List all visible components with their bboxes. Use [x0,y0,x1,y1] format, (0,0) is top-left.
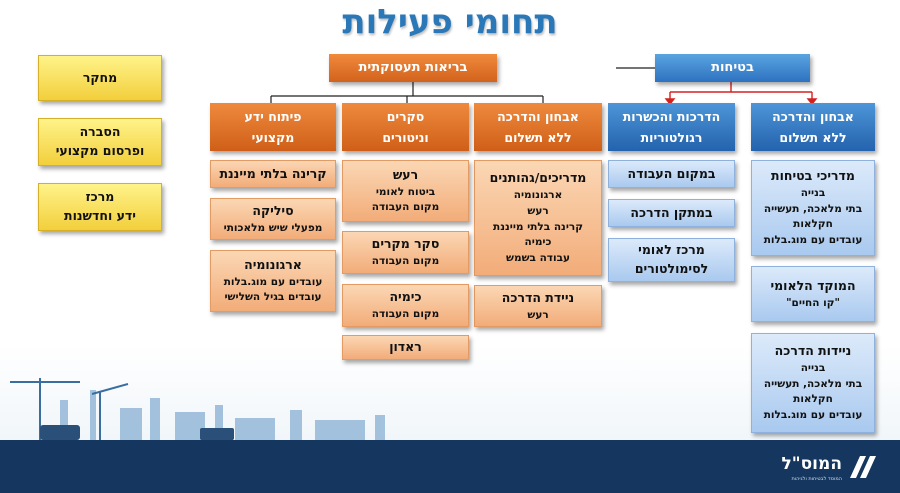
column-header: הדרכות והכשרות רגולטוריות [608,103,735,151]
column-header-line2: רגולטוריות [640,130,703,145]
list-item: ראדון [342,335,469,360]
logo-text: המוס"ל [781,454,842,474]
list-item: סקר מקרים מקום העבודה [342,231,469,274]
column-header: סקרים וניטורים [342,103,469,151]
item-title: ראדון [389,339,422,355]
column-header-line1: אבחון והדרכה [772,108,854,124]
item-line: עבודה בשמש [506,252,570,264]
list-item: במתקן הדרכה [608,199,735,227]
item-title: ניידת הדרכה [501,289,575,305]
list-item: סיליקה מפעלי שיש מלאכותי [210,198,336,240]
health-category-box: בריאות תעסוקתית [329,54,497,82]
item-title: במתקן הדרכה [630,204,713,220]
item-title: במקום העבודה [627,165,716,181]
list-item: ניידת הדרכה רעש [474,285,602,327]
safety-category-box: בטיחות [655,54,810,82]
item-line: ארגונומיה [513,189,563,201]
item-line: עובדים בגיל השלישי [224,291,322,304]
item-line: כימיה [524,236,552,249]
column-header-line2: ללא תשלום [779,130,847,145]
item-line: בנייה [800,186,826,199]
column-header-line1: סקרים [386,108,425,124]
item-line: בתי מלאכה, תעשייה [763,202,863,215]
item-title: כימיה [389,289,422,305]
column-header: פיתוח ידע מקצועי [210,103,336,151]
item-line: חקלאות [793,393,833,406]
left-box-line2: ופרסום מקצועי [55,143,145,158]
item-line: עובדים עם מוג.בלות [763,234,863,247]
list-item: קרינה בלתי מייננת [210,160,336,188]
item-title: מדריכים/גהותנים [489,170,587,186]
item-title: סקר מקרים [371,236,440,252]
list-item: המוקד הלאומי "קו החיים" [751,266,875,322]
item-title: רעש [392,166,419,182]
item-line: חקלאות [793,218,833,231]
item-line: בנייה [800,361,826,374]
left-box-line1: הסברה [79,124,121,140]
column-header-line1: פיתוח ידע [244,108,302,124]
health-category-label: בריאות תעסוקתית [358,60,468,76]
list-item: כימיה מקום העבודה [342,284,469,327]
safety-arrow-1 [664,98,676,106]
item-line: בתי מלאכה, תעשייה [763,377,863,390]
column-header-line2: וניטורים [382,130,429,145]
left-box-line1: מחקר [82,69,118,85]
footer-bar [0,440,900,493]
item-line: מפעלי שיש מלאכותי [223,221,323,234]
column-header-line1: הדרכות והכשרות [622,108,721,124]
item-title: קרינה בלתי מייננת [219,165,327,181]
publicity-box: הסברה ופרסום מקצועי [38,118,162,166]
item-line: מקום העבודה [371,255,440,267]
industry-skyline-illustration [10,378,385,445]
item-title: המוקד הלאומי [770,277,856,293]
item-line: "קו החיים" [786,296,840,309]
item-line: רעש [527,308,549,321]
logo-mark-icon [850,456,876,478]
item-title: ארגונומיה [244,256,302,272]
item-line: ביטוח לאומי [375,185,436,198]
knowledge-center-box: מרכז ידע וחדשנות [38,183,162,231]
safety-arrow-2 [806,98,818,106]
list-item: במקום העבודה [608,160,735,188]
item-line: מקום העבודה [371,201,440,214]
item-title: ניידות הדרכה [774,343,852,359]
left-box-line1: מרכז [85,189,115,205]
organization-logo: המוס"ל המוסד לבטיחות ולגיהות [758,452,878,486]
column-header: אבחון והדרכה ללא תשלום [474,103,602,151]
page-title: תחומי פעילות [342,2,558,42]
logo-subtext: המוסד לבטיחות ולגיהות [791,476,842,482]
safety-category-label: בטיחות [711,60,754,76]
item-title: מרכז לאומי [638,242,705,258]
item-title: סיליקה [252,202,294,218]
item-line: עובדים עם מוג.בלות [763,409,863,422]
column-header-line2: מקצועי [251,130,295,145]
list-item: מדריכי בטיחות בנייה בתי מלאכה, תעשייה חק… [751,160,875,256]
item-line: קרינה בלתי מייננת [493,220,583,233]
column-header-line1: אבחון והדרכה [497,108,579,124]
item-line: רעש [527,204,549,217]
item-title: מדריכי בטיחות [771,168,855,184]
column-header-line2: ללא תשלום [504,130,572,145]
list-item: ניידות הדרכה בנייה בתי מלאכה, תעשייה חקל… [751,333,875,433]
column-header: אבחון והדרכה ללא תשלום [751,103,875,151]
list-item: רעש ביטוח לאומי מקום העבודה [342,160,469,222]
list-item: ארגונומיה עובדים עם מוג.בלות עובדים בגיל… [210,250,336,312]
research-box: מחקר [38,55,162,101]
item-line: עובדים עם מוג.בלות [223,275,323,288]
list-item: מדריכים/גהותנים ארגונומיה רעש קרינה בלתי… [474,160,602,276]
left-box-line2: ידע וחדשנות [64,208,136,223]
item-line: לסימולטורים [634,261,709,276]
item-line: מקום העבודה [371,308,440,320]
list-item: מרכז לאומי לסימולטורים [608,238,735,282]
